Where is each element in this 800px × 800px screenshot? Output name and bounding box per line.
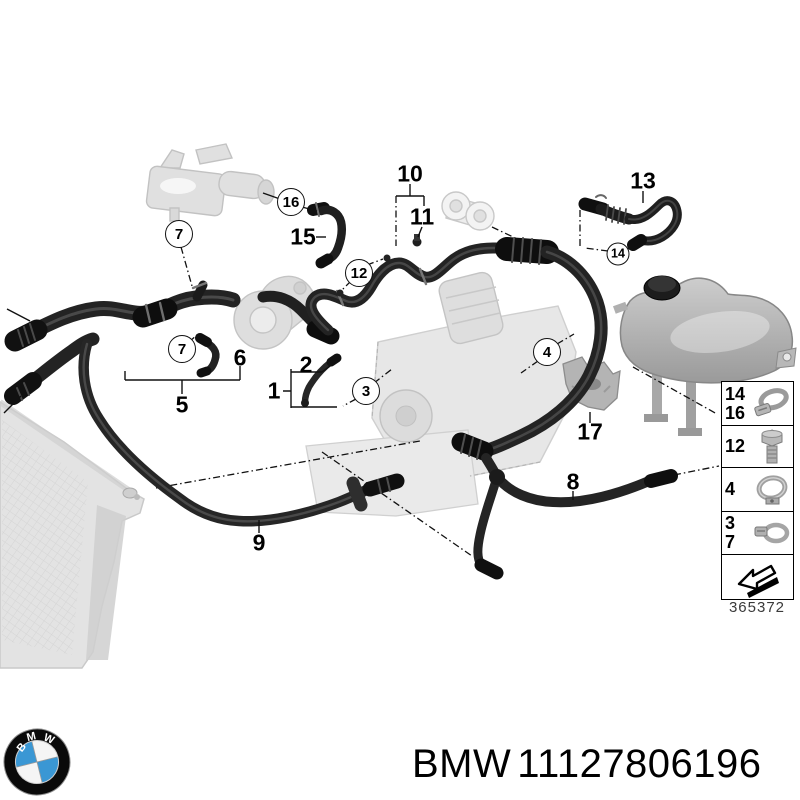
callout-10: 10 xyxy=(397,160,423,187)
legend-ref: 12 xyxy=(725,436,746,457)
engine-block-ghost xyxy=(305,271,577,517)
legend-ref: 4 xyxy=(725,479,736,500)
legend-ref: 14 xyxy=(725,383,746,404)
logo-letter: M xyxy=(25,730,37,744)
diagram-number: 365372 xyxy=(728,599,786,616)
callout-4: 4 xyxy=(533,338,561,366)
callout-6: 6 xyxy=(233,344,247,371)
hose-2 xyxy=(301,358,335,406)
leader-lines-dashdot xyxy=(155,196,720,557)
hose-clamp-large-icon xyxy=(753,387,789,416)
legend-ref: 7 xyxy=(725,532,736,552)
callout-13: 13 xyxy=(630,167,656,194)
thermostat-housing-ghost xyxy=(145,143,275,222)
expansion-tank xyxy=(612,275,797,436)
legend-row-bolt: 12 xyxy=(722,426,793,468)
profile-clamp-icon xyxy=(756,474,787,504)
hose-clamp-small-icon xyxy=(754,522,789,544)
callout-7a: 7 xyxy=(165,220,193,248)
hose-15 xyxy=(316,205,347,264)
callout-17: 17 xyxy=(577,418,603,445)
callout-11: 11 xyxy=(409,203,435,230)
callout-12: 12 xyxy=(345,259,373,287)
bmw-logo: B M W xyxy=(3,728,71,796)
legend-row-clamp-small: 3 7 xyxy=(722,512,793,555)
flange-bolt-icon xyxy=(761,428,782,463)
callout-14: 14 xyxy=(606,242,630,266)
hose-8 xyxy=(492,472,670,508)
legend-row-direction xyxy=(722,555,793,599)
part-number: 11127806196 xyxy=(517,742,762,786)
callout-1: 1 xyxy=(267,377,281,404)
legend-row-profile-clamp: 4 xyxy=(722,468,793,512)
screw-12a xyxy=(336,289,344,297)
leader-lines-solid xyxy=(3,184,644,533)
callout-3: 3 xyxy=(352,377,380,405)
brand-name: BMW xyxy=(412,742,512,786)
legend-ref: 16 xyxy=(725,402,746,423)
callout-8: 8 xyxy=(566,468,580,495)
fasteners-legend: 14 16 12 4 xyxy=(721,381,794,600)
callout-7b: 7 xyxy=(168,335,196,363)
callout-9: 9 xyxy=(252,529,266,556)
callout-16: 16 xyxy=(277,188,305,216)
callout-15: 15 xyxy=(290,223,316,250)
hose-diagram-graphic xyxy=(0,143,797,669)
callout-5: 5 xyxy=(175,391,189,418)
hose-5 xyxy=(22,289,241,341)
legend-row-clamp-large: 14 16 xyxy=(722,382,793,426)
legend-ref: 3 xyxy=(725,513,736,534)
screw-12b xyxy=(383,254,391,262)
radiator-ghost xyxy=(0,399,145,669)
hoses xyxy=(4,194,682,580)
connector-flange-ghost xyxy=(441,191,495,231)
callout-2: 2 xyxy=(299,351,313,378)
direction-arrow-icon xyxy=(737,564,779,598)
